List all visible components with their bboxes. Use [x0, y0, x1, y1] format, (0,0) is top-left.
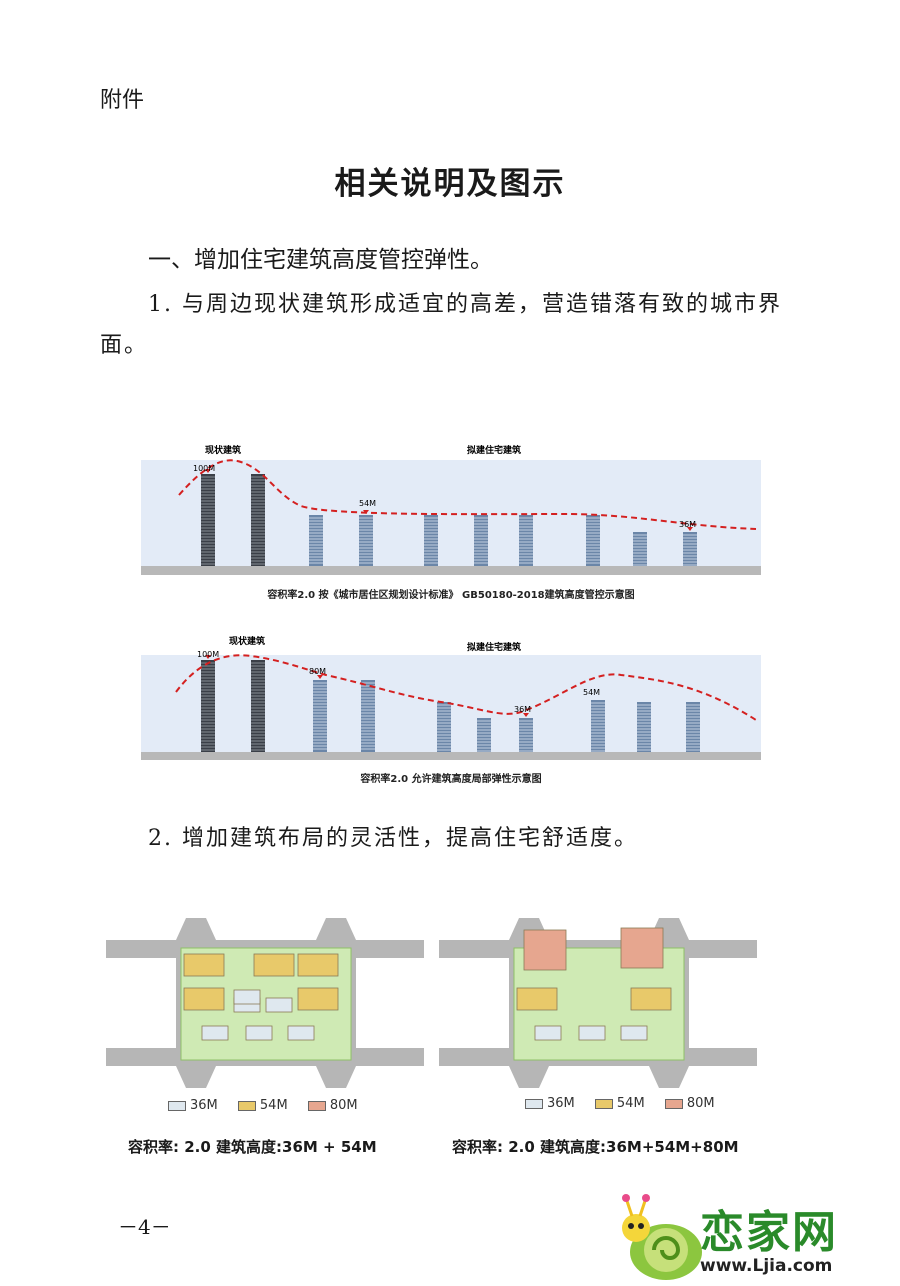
building-36m — [201, 1025, 229, 1041]
proposed-building — [683, 532, 697, 566]
label-proposed: 拟建住宅建筑 — [467, 444, 521, 456]
building-36m — [534, 1025, 562, 1041]
building-80m — [620, 927, 664, 969]
plan-caption-right: 容积率: 2.0 建筑高度:36M+54M+80M — [452, 1138, 739, 1156]
building-36m — [620, 1025, 648, 1041]
watermark-brand: 恋家网 — [700, 1207, 838, 1258]
label-proposed: 拟建住宅建筑 — [467, 641, 521, 653]
label-existing: 现状建筑 — [205, 444, 241, 456]
building-36m — [233, 989, 261, 1005]
height-marker — [317, 675, 323, 679]
height-label: 36M — [514, 705, 531, 714]
height-label: 54M — [583, 688, 600, 697]
building-54m — [253, 953, 295, 977]
height-marker — [205, 469, 211, 473]
height-label: 36M — [679, 520, 696, 529]
skyline-curve — [175, 654, 757, 721]
proposed-building — [637, 702, 651, 752]
height-label: 100M — [193, 464, 215, 473]
building-80m — [523, 929, 567, 971]
building-54m — [183, 987, 225, 1011]
height-marker — [205, 655, 211, 659]
site-plan-left — [106, 918, 424, 1088]
paragraph-1: 1. 与周边现状建筑形成适宜的高差，营造错落有致的城市界面。 — [100, 292, 782, 358]
section-heading: 一、增加住宅建筑高度管控弹性。 — [148, 247, 493, 273]
building-36m — [245, 1025, 273, 1041]
snail-logo-icon — [622, 1194, 702, 1280]
proposed-building — [519, 515, 533, 566]
proposed-building — [519, 718, 533, 752]
height-marker — [523, 713, 529, 717]
figure-height-control: 现状建筑 拟建住宅建筑 100M 54M 36M 容积率2.0 按《城市居住区规… — [141, 440, 761, 605]
proposed-building — [359, 515, 373, 566]
skyline-curve — [178, 459, 757, 530]
elevation-diagram-1: 现状建筑 拟建住宅建筑 100M 54M 36M — [141, 444, 761, 575]
proposed-building — [424, 515, 438, 566]
label-existing: 现状建筑 — [229, 635, 265, 647]
plan-caption-left: 容积率: 2.0 建筑高度:36M + 54M — [128, 1138, 377, 1156]
building-36m — [287, 1025, 315, 1041]
height-label: 80M — [309, 667, 326, 676]
legend-left: 36M 54M 80M — [168, 1098, 374, 1113]
proposed-building — [586, 515, 600, 566]
attachment-label: 附件 — [100, 88, 145, 113]
building-54m — [630, 987, 672, 1011]
elevation-diagram-2: 现状建筑 拟建住宅建筑 100M 80M 36M 54M — [141, 635, 761, 760]
proposed-building — [477, 718, 491, 752]
figure-height-flex: 现状建筑 拟建住宅建筑 100M 80M 36M 54M 容积率2.0 允许建筑… — [141, 630, 761, 795]
legend-right: 36M 54M 80M — [525, 1096, 731, 1111]
proposed-building — [437, 702, 451, 752]
watermark-url: www.Ljia.com — [700, 1256, 833, 1276]
building-36m — [578, 1025, 606, 1041]
proposed-building — [686, 702, 700, 752]
sky-band — [141, 460, 761, 570]
building-54m — [183, 953, 225, 977]
building-54m — [297, 953, 339, 977]
building-54m — [297, 987, 339, 1011]
height-marker — [687, 527, 693, 531]
building-54m — [516, 987, 558, 1011]
site-plan-right — [439, 918, 757, 1088]
height-label: 54M — [359, 499, 376, 508]
figure-caption: 容积率2.0 允许建筑高度局部弹性示意图 — [360, 774, 542, 785]
ground — [141, 566, 761, 575]
height-label: 100M — [197, 650, 219, 659]
ground — [141, 752, 761, 760]
page-number: －4－ — [118, 1215, 171, 1239]
proposed-building — [633, 532, 647, 566]
proposed-building — [474, 515, 488, 566]
building-36m — [265, 997, 293, 1013]
proposed-building — [591, 700, 605, 752]
page-title: 相关说明及图示 — [334, 166, 566, 202]
proposed-building — [309, 515, 323, 566]
figure-caption: 容积率2.0 按《城市居住区规划设计标准》 GB50180-2018建筑高度管控… — [267, 590, 635, 601]
paragraph-2: 2. 增加建筑布局的灵活性，提高住宅舒适度。 — [148, 826, 638, 851]
